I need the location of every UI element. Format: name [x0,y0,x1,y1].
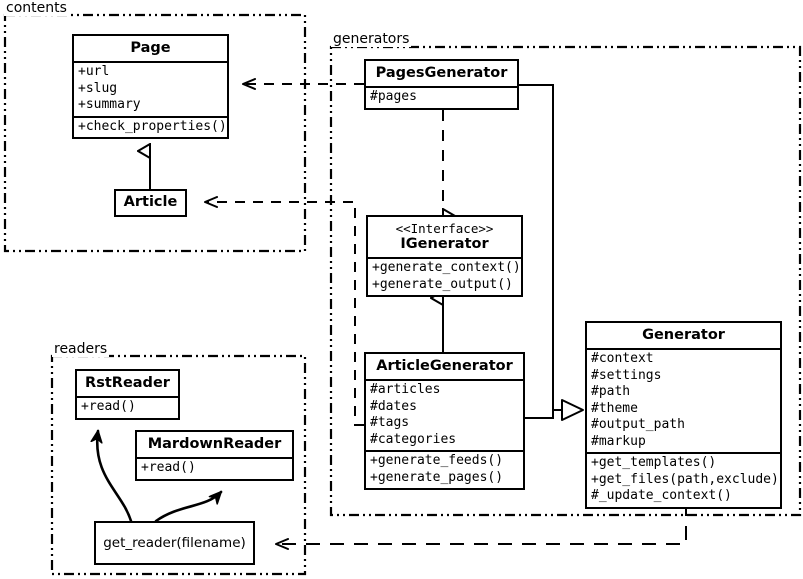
class-title-generator: Generator [642,327,725,343]
method-item: #_update_context() [591,488,732,503]
class-attributes-generator: #context #settings #path #theme #output_… [587,348,780,452]
function-box-get-reader[interactable]: get_reader(filename) [94,521,255,565]
class-title-page: Page [130,40,171,56]
relation-getreader-uses-rstreader [97,431,133,523]
attribute-item: +summary [78,97,141,112]
class-box-article-generator[interactable]: ArticleGenerator #articles #dates #tags … [364,352,525,490]
class-box-page[interactable]: Page +url +slug +summary +check_properti… [72,34,229,139]
package-label-readers: readers [52,341,110,357]
attribute-item: #theme [591,400,638,416]
relation-getreader-uses-mardownreader [154,490,223,523]
package-boundary-readers [50,354,307,576]
class-header-igenerator: <<Interface>> IGenerator [368,217,521,257]
class-box-rst-reader[interactable]: RstReader +read() [75,369,180,420]
relation-pagesgenerator-inherits-generator [519,84,561,411]
class-attributes-page: +url +slug +summary [74,61,227,116]
relation-articlegenerator-depends-article [204,196,364,426]
method-item: +read() [141,460,196,475]
attribute-item: #categories [370,431,457,447]
class-box-pages-generator[interactable]: PagesGenerator #pages [364,59,519,110]
attribute-item: #dates [370,398,417,414]
attribute-item: #articles [370,382,441,397]
attribute-item: #output_path [591,417,685,432]
attribute-item: +url [78,64,110,79]
relation-generator-depends-getreader [275,502,687,550]
class-attributes-pages-generator: #pages [366,86,517,108]
class-title-igenerator: IGenerator [400,236,489,252]
attribute-item: #path [591,384,631,399]
package-boundary-generators [329,45,802,517]
package-boundary-contents [3,13,307,253]
attribute-item: #markup [591,433,646,449]
class-box-generator[interactable]: Generator #context #settings #path #them… [585,321,782,509]
class-attributes-article-generator: #articles #dates #tags #categories [366,379,523,450]
method-item: +read() [81,399,136,414]
relation-articlegenerator-inherits-generator [525,399,584,421]
method-item: +check_properties() [78,118,227,134]
class-box-article[interactable]: Article [114,189,187,217]
class-methods-article-generator: +generate_feeds() +generate_pages() [366,450,523,488]
class-title-article: Article [123,194,178,210]
method-item: +get_files(path,exclude) [591,471,779,487]
class-methods-igenerator: +generate_context() +generate_output() [368,257,521,295]
class-title-mardown-reader: MardownReader [147,436,282,452]
class-methods-generator: +get_templates() +get_files(path,exclude… [587,452,780,507]
attribute-item: #tags [370,415,410,430]
attribute-item: #settings [591,367,662,383]
function-label-get-reader: get_reader(filename) [103,535,246,551]
class-box-igenerator[interactable]: <<Interface>> IGenerator +generate_conte… [366,215,523,297]
package-label-generators: generators [331,31,412,47]
attribute-item: #pages [370,89,417,104]
class-methods-mardown-reader: +read() [137,457,292,479]
class-title-rst-reader: RstReader [85,375,170,391]
class-box-mardown-reader[interactable]: MardownReader +read() [135,430,294,481]
method-item: +generate_output() [372,276,513,292]
class-title-article-generator: ArticleGenerator [376,358,513,374]
class-title-pages-generator: PagesGenerator [375,65,508,81]
class-stereotype-igenerator: <<Interface>> [395,221,494,236]
method-item: +generate_feeds() [370,453,504,468]
method-item: +get_templates() [591,455,717,470]
class-methods-rst-reader: +read() [77,396,178,418]
package-label-contents: contents [4,0,69,16]
attribute-item: +slug [78,80,118,96]
class-methods-page: +check_properties() [74,115,227,138]
attribute-item: #context [591,351,654,366]
method-item: +generate_pages() [370,469,504,485]
method-item: +generate_context() [372,260,521,275]
